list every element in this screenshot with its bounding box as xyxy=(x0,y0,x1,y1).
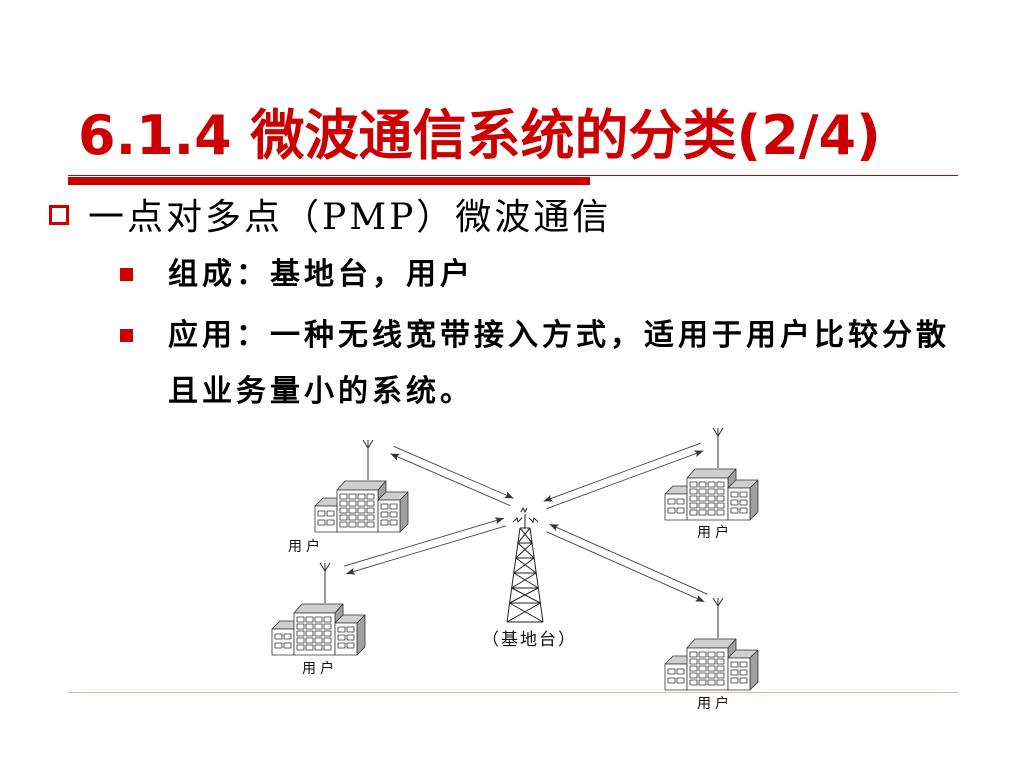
bullet-l2-composition: 组成：基地台，用户 xyxy=(168,257,474,292)
user-label-bottom-left: 用户 xyxy=(302,660,338,677)
arrow-to-base-top-left xyxy=(393,445,514,499)
office-building-icon xyxy=(271,603,366,656)
office-building-icon xyxy=(314,480,409,533)
arrow-to-user-bottom-left xyxy=(345,525,507,575)
filled-square-bullet-icon xyxy=(120,268,133,281)
arrow-to-base-bottom-right xyxy=(549,523,708,595)
pmp-network-diagram: 用户 用户 用户 用户 （基地台） xyxy=(271,427,759,712)
bullet-l2-application-line2: 且业务量小的系统。 xyxy=(168,374,474,409)
antenna-icon xyxy=(712,427,724,469)
base-station-label: （基地台） xyxy=(482,630,577,650)
arrow-to-base-bottom-left xyxy=(343,517,505,567)
user-label-top-right: 用户 xyxy=(697,524,733,541)
office-building-icon xyxy=(664,468,759,521)
lattice-tower-icon xyxy=(506,527,544,623)
bullet-l2-application-line1: 应用：一种无线宽带接入方式，适用于用户比较分散 xyxy=(168,318,950,353)
arrow-to-user-bottom-right xyxy=(546,531,705,603)
arrow-to-base-top-right xyxy=(543,442,701,502)
user-label-bottom-right: 用户 xyxy=(697,695,733,712)
arrow-to-user-top-left xyxy=(390,453,511,507)
user-label-top-left: 用户 xyxy=(288,538,324,555)
title-rule-thin xyxy=(68,175,958,176)
antenna-icon xyxy=(362,439,374,481)
antenna-icon xyxy=(319,562,331,604)
antenna-icon xyxy=(712,597,724,639)
bullet-l1-text: 一点对多点（PMP）微波通信 xyxy=(88,197,612,238)
title-rule-thick xyxy=(68,177,590,185)
arrow-to-user-top-right xyxy=(546,450,704,510)
footer-rule xyxy=(68,692,958,693)
hollow-square-bullet-icon xyxy=(49,205,69,225)
slide-title: 6.1.4 微波通信系统的分类(2/4) xyxy=(78,104,881,167)
radio-antenna-icon xyxy=(512,506,539,528)
filled-square-bullet-icon xyxy=(120,329,133,342)
office-building-icon xyxy=(664,638,759,691)
